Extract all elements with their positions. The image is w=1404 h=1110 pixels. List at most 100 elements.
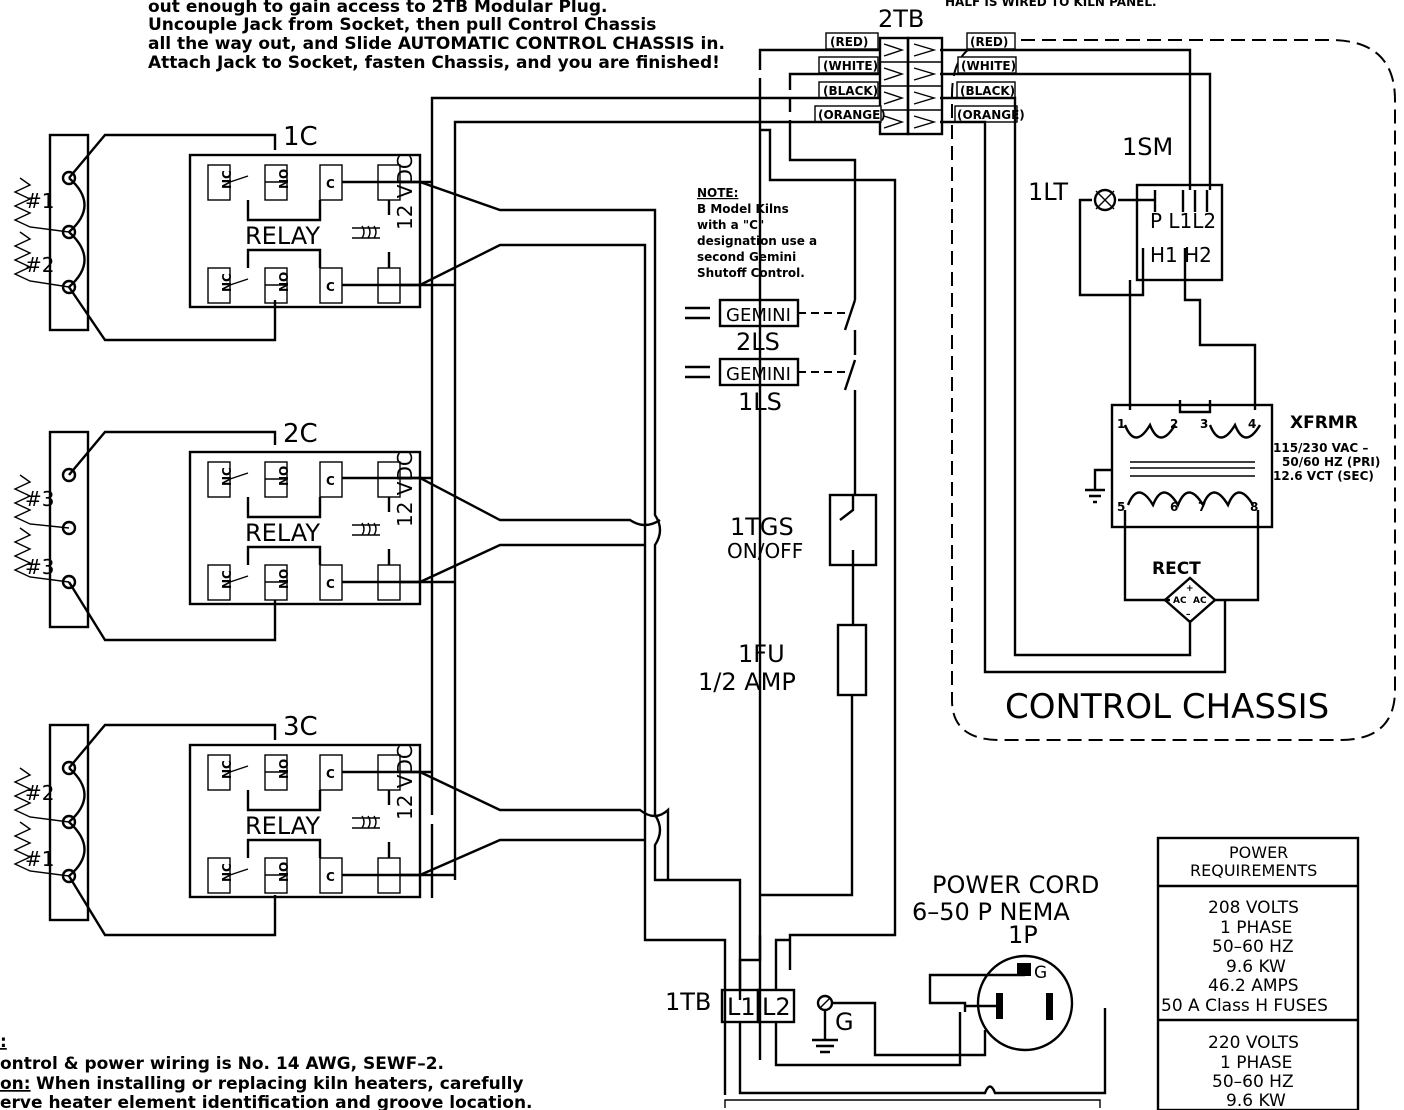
selector-module-1sm: 1SM P L1L2 H1 H2 xyxy=(1078,133,1257,410)
relay-label: 2C xyxy=(283,419,318,449)
plug-ground-pin: G xyxy=(1034,963,1047,983)
heater-label: #1 xyxy=(25,189,54,213)
footer-line: ontrol & power wiring is No. 14 AWG, SEW… xyxy=(0,1054,444,1074)
xfrmr-spec: 12.6 VCT (SEC) xyxy=(1273,469,1374,483)
power-req-title: POWER xyxy=(1229,843,1288,862)
note-line: designation use a xyxy=(697,234,817,248)
wire-label-black-right: (BLACK) xyxy=(960,84,1015,98)
footer-notes: : ontrol & power wiring is No. 14 AWG, S… xyxy=(0,1032,533,1110)
relay-contact-nc: NC xyxy=(220,273,234,292)
sm-label: 1SM xyxy=(1122,133,1173,161)
relay-contact-nc: NC xyxy=(220,467,234,486)
relay-name: RELAY xyxy=(245,812,320,840)
power-cord: POWER CORD 6–50 P NEMA 1P G xyxy=(912,871,1099,1052)
xfrmr-pin: 3 xyxy=(1200,417,1208,431)
harness-wires-left xyxy=(430,48,1227,1060)
fuse-sub: 1/2 AMP xyxy=(698,668,796,696)
instruction-line: Attach Jack to Socket, fasten Chassis, a… xyxy=(148,53,720,73)
limit-switch-label: 2LS xyxy=(736,328,780,356)
relay-contact-no: NO xyxy=(277,272,291,292)
power-req-line: 9.6 KW xyxy=(1226,1091,1286,1110)
sm-pins-bottom: H1 H2 xyxy=(1150,243,1212,267)
instruction-line: all the way out, and Slide AUTOMATIC CON… xyxy=(148,34,725,54)
note-line: B Model Kilns xyxy=(697,202,789,216)
control-chassis-border xyxy=(951,39,1396,741)
relay-contact-no: NO xyxy=(277,466,291,486)
power-req-line: 50–60 HZ xyxy=(1212,937,1294,957)
xfrmr-label: XFRMR xyxy=(1290,413,1358,433)
power-req-line: 220 VOLTS xyxy=(1208,1033,1299,1053)
relay-contact-c: C xyxy=(326,767,335,781)
relay-voltage: 12 VDC xyxy=(393,745,417,820)
relay-contact-c: C xyxy=(326,474,335,488)
xfrmr-pin: 1 xyxy=(1117,417,1125,431)
relay-contact-c: C xyxy=(326,177,335,191)
power-cord-line2: 6–50 P NEMA xyxy=(912,898,1070,926)
terminal-block-1-label: 1TB xyxy=(665,988,711,1016)
relay-label: 3C xyxy=(283,712,318,742)
gemini-device: GEMINI xyxy=(726,364,791,385)
toggle-switch-1tgs: 1TGS ON/OFF xyxy=(727,493,878,625)
gemini-device: GEMINI xyxy=(726,305,791,326)
fuse-1fu: 1FU 1/2 AMP xyxy=(698,623,868,897)
terminal-block-2 xyxy=(878,36,944,136)
terminal-l1: L1 xyxy=(727,993,756,1021)
limit-switch-label: 1LS xyxy=(738,388,782,416)
toggle-switch-label: 1TGS xyxy=(730,513,794,541)
relay-name: RELAY xyxy=(245,222,320,250)
note-line: with a "C" xyxy=(697,218,764,232)
instruction-line: out enough to gain access to 2TB Modular… xyxy=(148,0,607,17)
rect-pin: + xyxy=(1186,584,1194,594)
power-cord-line1: POWER CORD xyxy=(932,871,1099,899)
xfrmr-pin: 7 xyxy=(1198,500,1206,514)
heater-label: #2 xyxy=(25,253,54,277)
plug-label: 1P xyxy=(1008,921,1038,949)
power-requirements-table: POWER REQUIREMENTS 208 VOLTS 1 PHASE 50–… xyxy=(1156,836,1360,1110)
relay-contact-c: C xyxy=(326,870,335,884)
heater-label: #3 xyxy=(25,555,54,579)
power-req-line: 9.6 KW xyxy=(1226,957,1286,977)
heater-label: #1 xyxy=(25,847,54,871)
relay-contact-c: C xyxy=(326,577,335,591)
rect-label: RECT xyxy=(1152,559,1201,579)
relay-2: 2C NC NO C NC NO C RELAY 12 VDC xyxy=(188,419,422,606)
relay-contact-no: NO xyxy=(277,759,291,779)
relay-1: 1C NC NO C NC NO C RELAY 12 VDC xyxy=(188,122,422,309)
xfrmr-pin: 4 xyxy=(1248,417,1256,431)
heater-wiring xyxy=(67,133,277,937)
limit-switch-1ls: GEMINI 1LS xyxy=(685,357,857,495)
rectifier: RECT + AC AC – xyxy=(1152,559,1217,624)
footer-line: : xyxy=(0,1032,7,1052)
relay-contact-nc: NC xyxy=(220,570,234,589)
xfrmr-pin: 2 xyxy=(1170,417,1178,431)
gemini-note: NOTE: B Model Kilns with a "C" designati… xyxy=(697,186,817,280)
power-req-line: 1 PHASE xyxy=(1220,1053,1292,1073)
xfrmr-pin: 5 xyxy=(1117,500,1125,514)
relay-voltage: 12 VDC xyxy=(393,452,417,527)
ground-terminal: G xyxy=(812,994,987,1057)
heater-strip-1: #1 #2 xyxy=(13,133,90,332)
xfrmr-spec: 50/60 HZ (PRI) xyxy=(1282,455,1380,469)
rect-pin: – xyxy=(1186,610,1191,620)
note-title: NOTE: xyxy=(697,186,738,200)
footer-line: erve heater element identification and g… xyxy=(0,1093,533,1110)
relay-contact-no: NO xyxy=(277,862,291,882)
transformer-xfrmr: 1 2 3 4 5 6 7 8 XFRMR 115/230 VAC – 50/6… xyxy=(1085,400,1380,602)
heater-strip-3: #2 #1 xyxy=(13,723,90,922)
wire-label-red: (RED) xyxy=(830,35,868,49)
power-req-line: 50 A Class H FUSES xyxy=(1161,996,1328,1016)
control-chassis-title: CONTROL CHASSIS xyxy=(1005,687,1329,727)
relay-name: RELAY xyxy=(245,519,320,547)
relay-contact-no: NO xyxy=(277,569,291,589)
note-line: Shutoff Control. xyxy=(697,266,805,280)
fuse-label: 1FU xyxy=(738,640,785,668)
wire-labels-left: (RED) (WHITE) (BLACK) (ORANGE) xyxy=(814,32,886,123)
terminal-l2: L2 xyxy=(762,993,791,1021)
relay-label: 1C xyxy=(283,122,318,152)
heater-label: #2 xyxy=(25,781,54,805)
limit-switch-2ls: GEMINI 2LS xyxy=(685,298,857,356)
relay-contact-nc: NC xyxy=(220,760,234,779)
toggle-switch-sub: ON/OFF xyxy=(727,539,803,563)
instruction-line: Uncouple Jack from Socket, then pull Con… xyxy=(148,15,656,35)
